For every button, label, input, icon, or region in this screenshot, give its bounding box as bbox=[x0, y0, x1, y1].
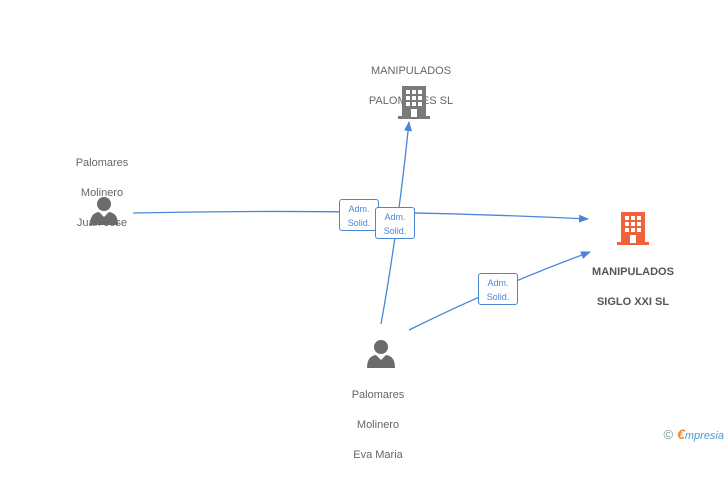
company-siglo-xxi-name-line1: MANIPULADOS bbox=[592, 266, 674, 278]
empresia-logo: €mpresia bbox=[677, 426, 724, 442]
role-badge-eva-palomares[interactable]: Adm. Solid. bbox=[375, 207, 415, 239]
company-siglo-xxi-name[interactable]: MANIPULADOS SIGLO XXI SL bbox=[573, 250, 693, 325]
role-badge-line1: Adm. bbox=[348, 204, 370, 214]
company-palomares-name-line1: MANIPULADOS bbox=[370, 65, 452, 77]
role-badge-line2: Solid. bbox=[383, 226, 407, 236]
person-icon[interactable] bbox=[89, 195, 119, 225]
logo-text: mpresia bbox=[684, 430, 724, 442]
company-siglo-xxi-name-line2: SIGLO XXI SL bbox=[596, 296, 670, 308]
copyright-symbol: © bbox=[663, 426, 674, 442]
role-badge-eva-siglo-xxi[interactable]: Adm. Solid. bbox=[478, 273, 518, 305]
role-badge-line1: Adm. bbox=[384, 212, 406, 222]
empresia-watermark: © €mpresia bbox=[663, 426, 724, 442]
role-badge-line2: Solid. bbox=[486, 292, 510, 302]
role-badge-line1: Adm. bbox=[487, 278, 509, 288]
person-icon[interactable] bbox=[366, 338, 396, 368]
person-juan-name-line2: Molinero bbox=[80, 187, 124, 199]
building-icon-highlighted[interactable] bbox=[617, 210, 649, 246]
person-juan-name[interactable]: Palomares Molinero Juan Jose bbox=[52, 141, 152, 246]
person-eva-name[interactable]: Palomares Molinero Eva Maria bbox=[328, 373, 428, 478]
person-eva-name-line1: Palomares bbox=[351, 389, 405, 401]
person-juan-name-line1: Palomares bbox=[75, 157, 129, 169]
role-badge-juan-siglo-xxi[interactable]: Adm. Solid. bbox=[339, 199, 379, 231]
person-eva-name-line3: Eva Maria bbox=[353, 449, 403, 461]
building-icon[interactable] bbox=[398, 84, 430, 120]
role-badge-line2: Solid. bbox=[347, 218, 371, 228]
person-eva-name-line2: Molinero bbox=[356, 419, 400, 431]
logo-e: € bbox=[677, 426, 685, 442]
